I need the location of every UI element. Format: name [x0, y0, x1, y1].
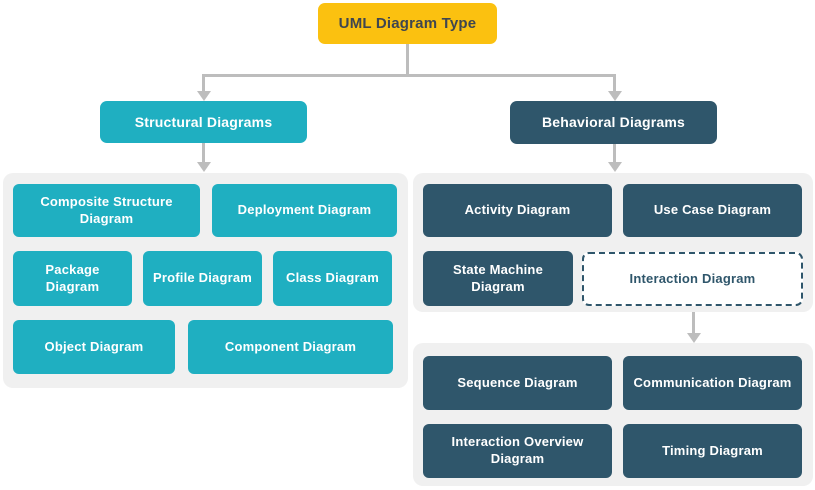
node-composite-structure-diagram: Composite Structure Diagram [13, 184, 200, 237]
node-object-diagram: Object Diagram [13, 320, 175, 374]
connector-behavioral-drop [613, 74, 616, 93]
node-uml-diagram-type: UML Diagram Type [318, 3, 497, 44]
node-class-diagram: Class Diagram [273, 251, 392, 306]
node-structural-diagrams: Structural Diagrams [100, 101, 307, 143]
node-communication-diagram: Communication Diagram [623, 356, 802, 410]
node-behavioral-diagrams: Behavioral Diagrams [510, 101, 717, 144]
connector-structural-to-group [202, 143, 205, 163]
connector-interaction-to-group [692, 307, 695, 334]
node-component-diagram: Component Diagram [188, 320, 393, 374]
arrowhead-interaction-group [687, 333, 701, 343]
connector-behavioral-to-group [613, 144, 616, 163]
node-package-diagram: Package Diagram [13, 251, 132, 306]
arrowhead-behavioral-group [608, 162, 622, 172]
arrowhead-structural [197, 91, 211, 101]
connector-root-stem [406, 44, 409, 76]
node-activity-diagram: Activity Diagram [423, 184, 612, 237]
node-state-machine-diagram: State Machine Diagram [423, 251, 573, 306]
node-profile-diagram: Profile Diagram [143, 251, 262, 306]
node-sequence-diagram: Sequence Diagram [423, 356, 612, 410]
node-use-case-diagram: Use Case Diagram [623, 184, 802, 237]
connector-branch-horizontal [202, 74, 616, 77]
node-interaction-overview-diagram: Interaction Overview Diagram [423, 424, 612, 478]
node-deployment-diagram: Deployment Diagram [212, 184, 397, 237]
connector-structural-drop [202, 74, 205, 93]
node-interaction-diagram: Interaction Diagram [582, 252, 803, 306]
arrowhead-structural-group [197, 162, 211, 172]
node-timing-diagram: Timing Diagram [623, 424, 802, 478]
arrowhead-behavioral [608, 91, 622, 101]
